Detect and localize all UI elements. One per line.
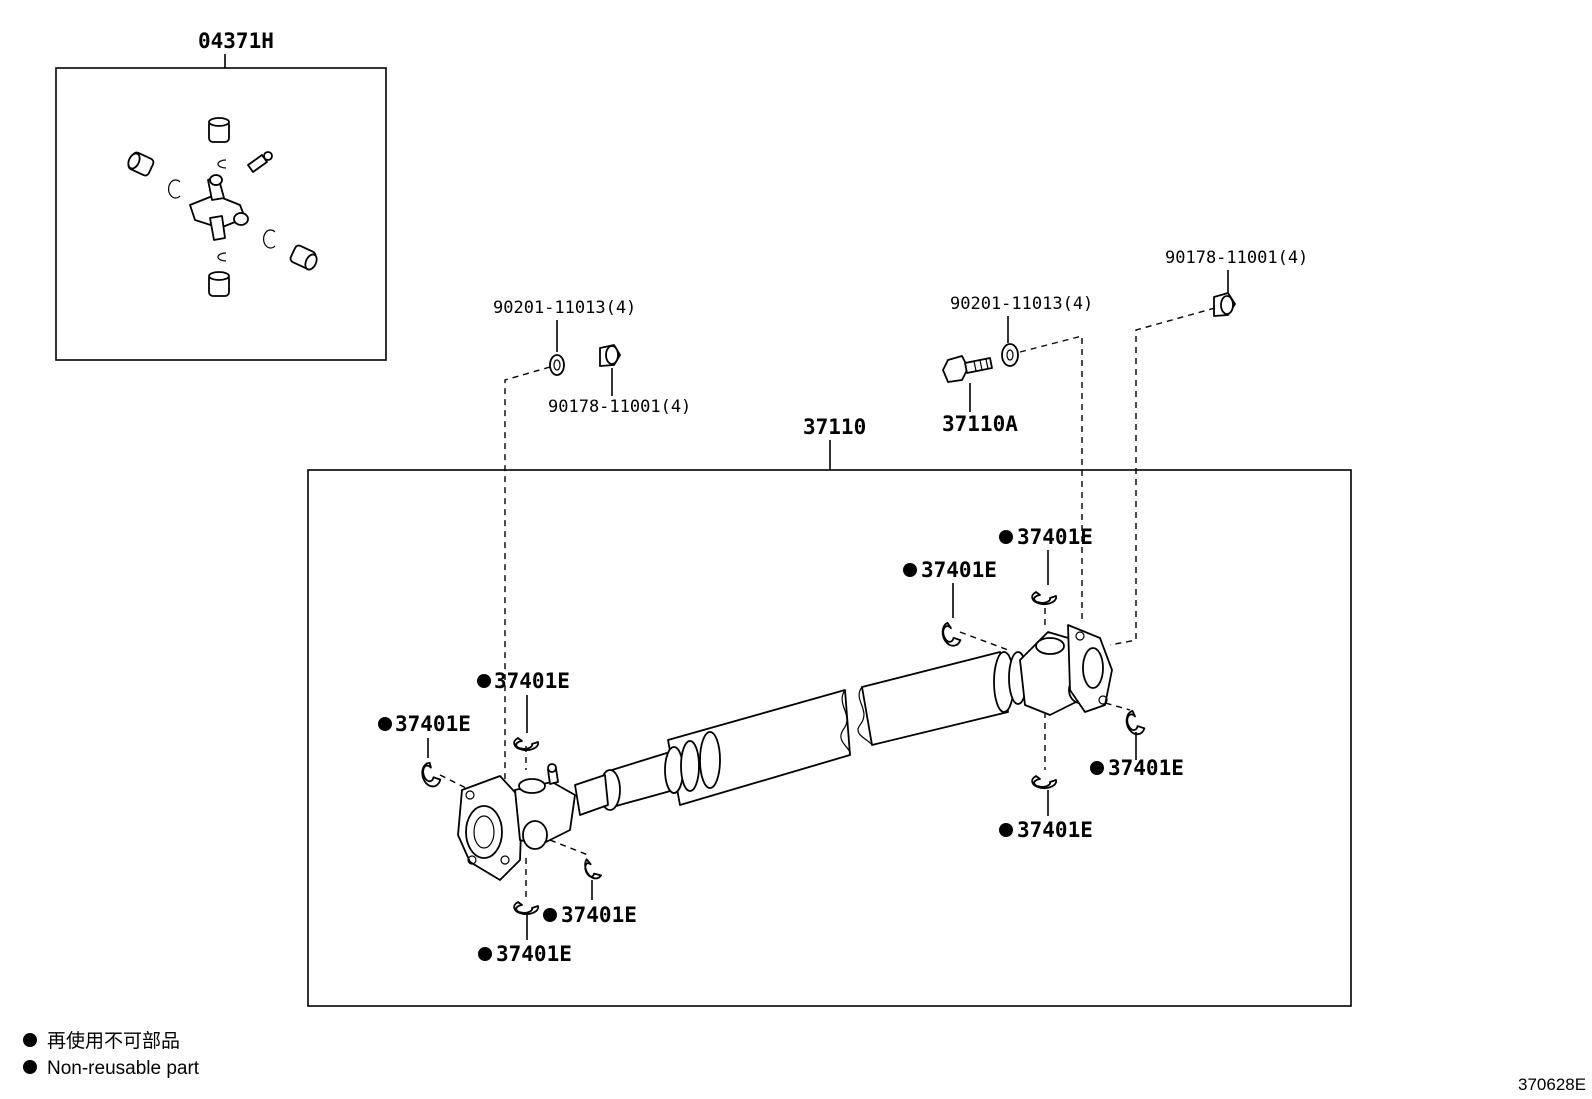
label-nut-left[interactable]: 90178-11001(4): [548, 397, 691, 417]
snap-ring-icon: [421, 591, 1146, 915]
label-37401E[interactable]: 37401E: [1017, 818, 1093, 842]
legend-english: Non-reusable part: [47, 1058, 200, 1079]
spider-icon: [189, 174, 249, 241]
non-reusable-dot-icon: [903, 563, 917, 577]
snap-ring-callouts: 37401E 37401E 37401E 37401E 37401E 37401…: [378, 525, 1184, 966]
label-37401E[interactable]: 37401E: [921, 558, 997, 582]
non-reusable-dot-icon: [999, 530, 1013, 544]
label-nut-right[interactable]: 90178-11001(4): [1165, 248, 1308, 268]
non-reusable-dot-icon: [1090, 761, 1104, 775]
non-reusable-dot-icon: [543, 908, 557, 922]
label-37401E[interactable]: 37401E: [1017, 525, 1093, 549]
snap-ring-icon: [168, 159, 276, 262]
washer-icon: [1001, 343, 1019, 367]
washer-icon: [549, 354, 565, 376]
nut-icon: [599, 344, 621, 367]
label-washer-right[interactable]: 90201-11013(4): [950, 294, 1093, 314]
fasteners-right-group: 90201-11013(4) 37110A 90178-11001(4): [942, 248, 1308, 436]
non-reusable-dot-icon: [477, 674, 491, 688]
legend-dot-icon: [23, 1060, 37, 1074]
assembly-box: [307, 469, 1352, 1007]
non-reusable-dot-icon: [999, 823, 1013, 837]
legend: 再使用不可部品 Non-reusable part: [23, 1030, 200, 1079]
label-37401E[interactable]: 37401E: [395, 712, 471, 736]
label-37401E[interactable]: 37401E: [1108, 756, 1184, 780]
label-37401E[interactable]: 37401E: [561, 903, 637, 927]
label-37401E[interactable]: 37401E: [496, 942, 572, 966]
non-reusable-dot-icon: [478, 947, 492, 961]
bearing-cap-icon: [127, 117, 318, 297]
label-37401E[interactable]: 37401E: [494, 669, 570, 693]
nut-icon: [1213, 292, 1236, 317]
non-reusable-dot-icon: [378, 717, 392, 731]
legend-japanese: 再使用不可部品: [47, 1030, 180, 1052]
kit-box: [55, 67, 387, 361]
grease-fitting-icon: [247, 151, 273, 173]
front-flange-yoke-icon: [457, 763, 576, 881]
bolt-icon: [942, 355, 993, 383]
fasteners-left-group: 90201-11013(4) 90178-11001(4): [493, 298, 691, 417]
label-37110A[interactable]: 37110A: [942, 412, 1018, 436]
legend-dot-icon: [23, 1033, 37, 1047]
label-37110[interactable]: 37110: [803, 415, 866, 439]
propeller-shaft-icon: [574, 651, 1028, 816]
rear-flange-yoke-icon: [1019, 624, 1113, 716]
label-washer-left[interactable]: 90201-11013(4): [493, 298, 636, 318]
universal-joint-kit-group: 04371H: [55, 29, 387, 361]
diagram-code: 370628E: [1518, 1075, 1586, 1094]
label-04371H[interactable]: 04371H: [198, 29, 274, 53]
